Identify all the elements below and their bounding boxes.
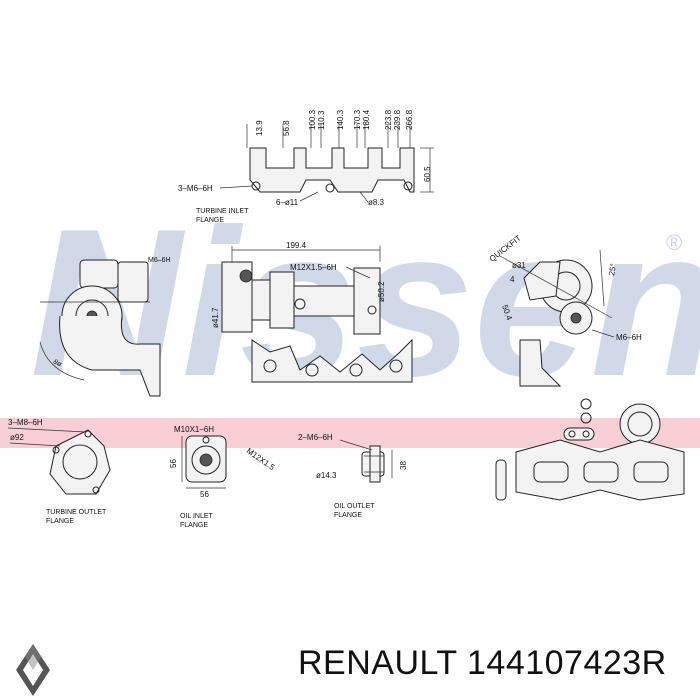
turbine-outlet-label-1: TURBINE OUTLET — [46, 509, 107, 516]
dim-oil-out-thread: 2–M6–6H — [298, 433, 333, 442]
dim-top-5: 170.3 — [353, 109, 362, 130]
dim-quickfit-dia: ø31 — [512, 261, 526, 270]
part-caption: RENAULT 144107423R — [298, 644, 667, 682]
dim-top-0: 13.9 — [255, 120, 264, 136]
turbine-inlet-flange-view — [246, 124, 434, 193]
oil-inlet-label-2: FLANGE — [180, 522, 208, 529]
turbo-front-view — [39, 259, 161, 397]
gasket-kit-view — [495, 398, 685, 501]
dim-oil-in-width: 56 — [200, 490, 209, 499]
dim-inlet-dia: ø8.3 — [368, 198, 385, 207]
dim-oil-in-side: M12X1.5 — [245, 446, 277, 472]
dim-top-4: 140.3 — [336, 109, 345, 130]
dim-oil-out-dia: ø14.3 — [316, 471, 337, 480]
dim-side-thread: M12X1.5–6H — [290, 263, 337, 272]
oil-inlet-label-1: OIL INLET — [180, 513, 214, 520]
oil-outlet-label-2: FLANGE — [334, 512, 362, 519]
dim-side-dia-right: ø50.2 — [377, 281, 386, 302]
dim-top-6: 180.4 — [362, 109, 371, 130]
dim-oil-out-size: 38 — [399, 461, 408, 470]
renault-diamond-icon — [16, 644, 50, 696]
footer: RENAULT 144107423R — [0, 618, 700, 700]
dim-oil-in-thread: M10X1–6H — [174, 425, 214, 434]
dim-top-9: 266.8 — [405, 109, 414, 130]
dim-right-thread: M6–6H — [616, 333, 642, 342]
turbine-outlet-flange-view — [49, 429, 111, 495]
dim-overall-length: 199.4 — [286, 241, 307, 250]
oil-outlet-label-1: OIL OUTLET — [334, 503, 375, 510]
dim-front-dia: ø8 — [52, 357, 63, 368]
turbine-inlet-label-1: TURBINE INLET — [196, 208, 249, 215]
dim-outlet-dia: ø92 — [10, 433, 24, 442]
dim-inlet-thread: 3–M6–6H — [178, 184, 213, 193]
turbine-outlet-label-2: FLANGE — [46, 518, 74, 525]
dim-inlet-height: 60.5 — [423, 166, 432, 182]
dim-outlet-thread: 3–M8–6H — [8, 418, 43, 427]
turbine-inlet-label-2: FLANGE — [196, 217, 224, 224]
pink-band — [0, 418, 700, 448]
turbo-side-view — [221, 246, 413, 383]
dim-inlet-holes: 6–ø11 — [276, 198, 299, 207]
dim-oil-in-size: 56 — [169, 459, 178, 468]
dim-top-1: 56.8 — [282, 120, 291, 136]
oil-inlet-flange-view — [181, 435, 227, 489]
dim-side-dia-left: ø41.7 — [211, 307, 220, 328]
dim-top-3: 110.3 — [317, 110, 326, 130]
registered-mark: ® — [666, 230, 682, 255]
dim-front-small: M6–6H — [148, 257, 171, 264]
turbo-quickfit-view — [499, 249, 613, 387]
dim-quickfit-angle: 25° — [607, 263, 618, 276]
dim-top-2: 100.3 — [308, 109, 317, 130]
dim-top-7: 223.8 — [384, 109, 393, 130]
oil-outlet-flange-view — [361, 445, 393, 483]
dim-quickfit-depth: 4 — [510, 275, 515, 284]
dim-top-8: 239.8 — [393, 109, 402, 130]
